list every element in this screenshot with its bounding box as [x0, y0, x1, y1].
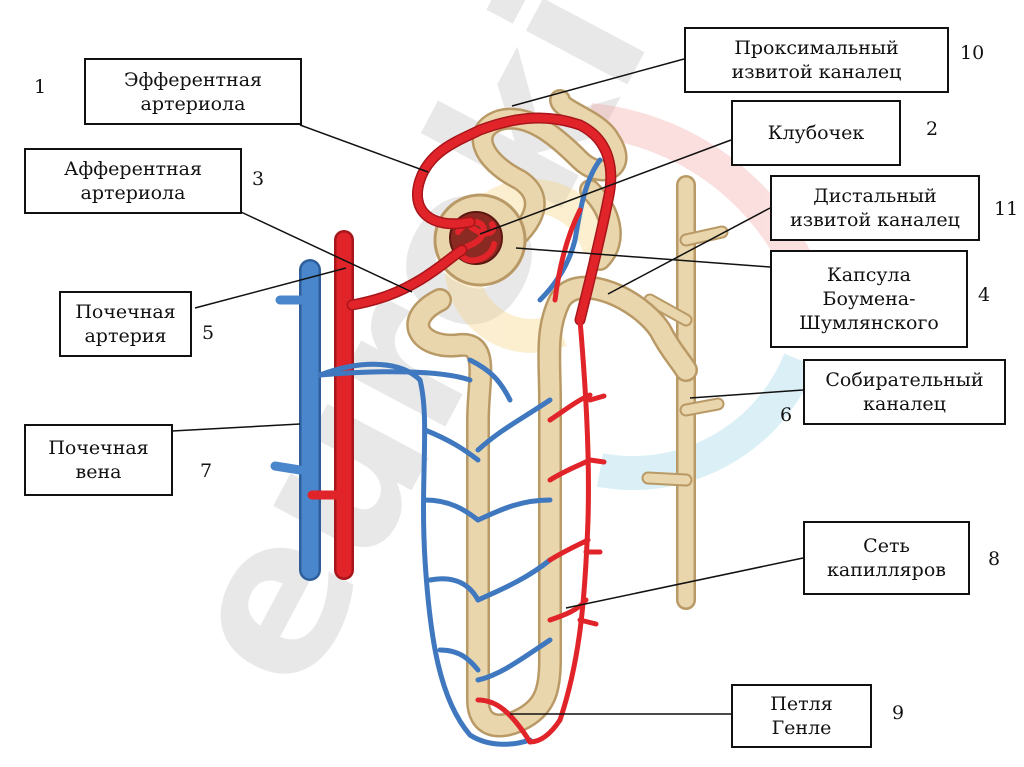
label-bowman-capsule: Капсула Боумена- Шумлянского	[770, 250, 968, 348]
number-2: 2	[926, 118, 939, 140]
label-capillary-network: Сеть капилляров	[803, 521, 970, 595]
number-8: 8	[988, 548, 1001, 570]
glomerulus	[455, 219, 497, 264]
number-3: 3	[252, 168, 265, 190]
label-distal-tubule: Дистальный извитой каналец	[770, 175, 980, 241]
label-efferent-arteriole: Эфферентная артериола	[84, 58, 302, 125]
label-proximal-tubule: Проксимальный извитой каналец	[684, 27, 949, 93]
number-10: 10	[960, 42, 985, 64]
number-6: 6	[780, 404, 793, 426]
number-9: 9	[892, 702, 905, 724]
renal-vein	[270, 259, 321, 581]
capillary-network-arterial	[475, 207, 607, 745]
number-11: 11	[994, 198, 1019, 220]
label-henle-loop: Петля Генле	[731, 684, 872, 748]
label-glomerulus: Клубочек	[731, 100, 901, 166]
label-collecting-duct: Собирательный каналец	[803, 359, 1006, 425]
capillary-network-venous	[317, 157, 603, 747]
label-renal-artery: Почечная артерия	[59, 291, 192, 357]
label-renal-vein: Почечная вена	[24, 424, 173, 496]
collecting-duct	[641, 175, 729, 610]
number-1: 1	[34, 76, 47, 98]
renal-artery	[307, 230, 354, 580]
number-4: 4	[978, 284, 991, 306]
number-7: 7	[200, 460, 213, 482]
number-5: 5	[202, 322, 215, 344]
leader-lines	[171, 58, 804, 715]
label-afferent-arteriole: Афферентная артериола	[24, 148, 242, 214]
arterioles	[346, 112, 617, 326]
